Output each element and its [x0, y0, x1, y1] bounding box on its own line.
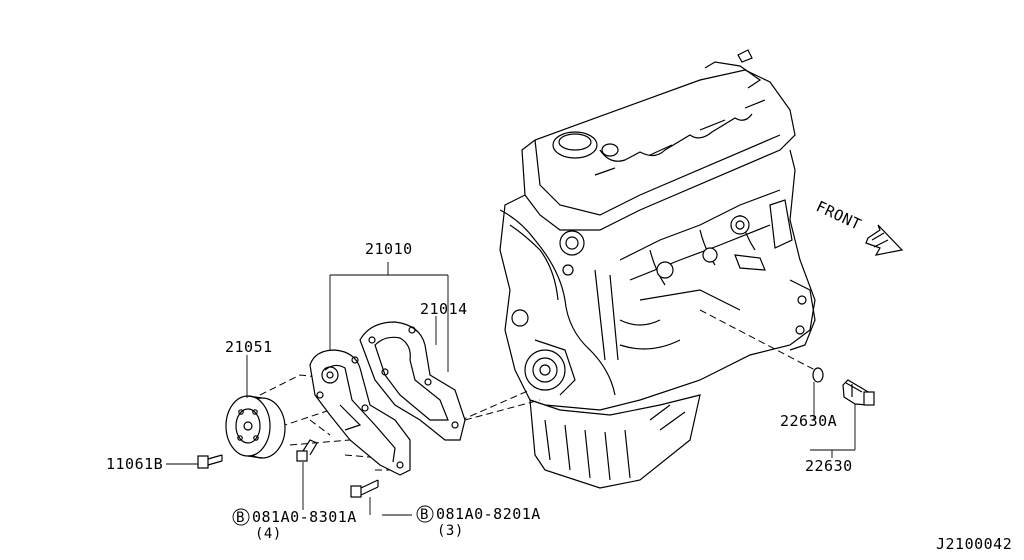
label-qty-4: (4)	[255, 526, 282, 542]
gasket-21014	[359, 321, 466, 441]
label-081a0-8201a: 081A0-8201A	[436, 505, 541, 523]
label-081a0-8301a: 081A0-8301A	[252, 508, 357, 526]
leader-lines	[166, 262, 856, 516]
bolt-081a0-8201a	[350, 479, 379, 498]
pulley-bolt-11061b	[197, 454, 223, 469]
pulley-21051	[225, 395, 286, 459]
label-22630a: 22630A	[780, 412, 837, 430]
diagram-id: J2100042	[936, 535, 1012, 553]
circle-b-icon-b: B	[420, 507, 429, 523]
bolt-callout-b: B 081A0-8201A (3)	[416, 505, 541, 539]
label-22630: 22630	[805, 457, 853, 475]
bolt-callout-a: B 081A0-8301A (4)	[232, 508, 357, 542]
engine-assembly	[499, 49, 816, 489]
label-21051: 21051	[225, 338, 273, 356]
label-qty-3: (3)	[437, 523, 464, 539]
label-21014: 21014	[420, 300, 468, 318]
label-21010: 21010	[365, 240, 413, 258]
label-11061b: 11061B	[106, 455, 163, 473]
label-front: FRONT	[813, 197, 864, 233]
temp-sensor-22630	[812, 367, 875, 406]
water-pump-body	[309, 349, 411, 476]
bolt-081a0-8301a	[296, 439, 318, 462]
circle-b-icon-a: B	[236, 510, 245, 526]
front-arrow-icon	[865, 224, 904, 256]
